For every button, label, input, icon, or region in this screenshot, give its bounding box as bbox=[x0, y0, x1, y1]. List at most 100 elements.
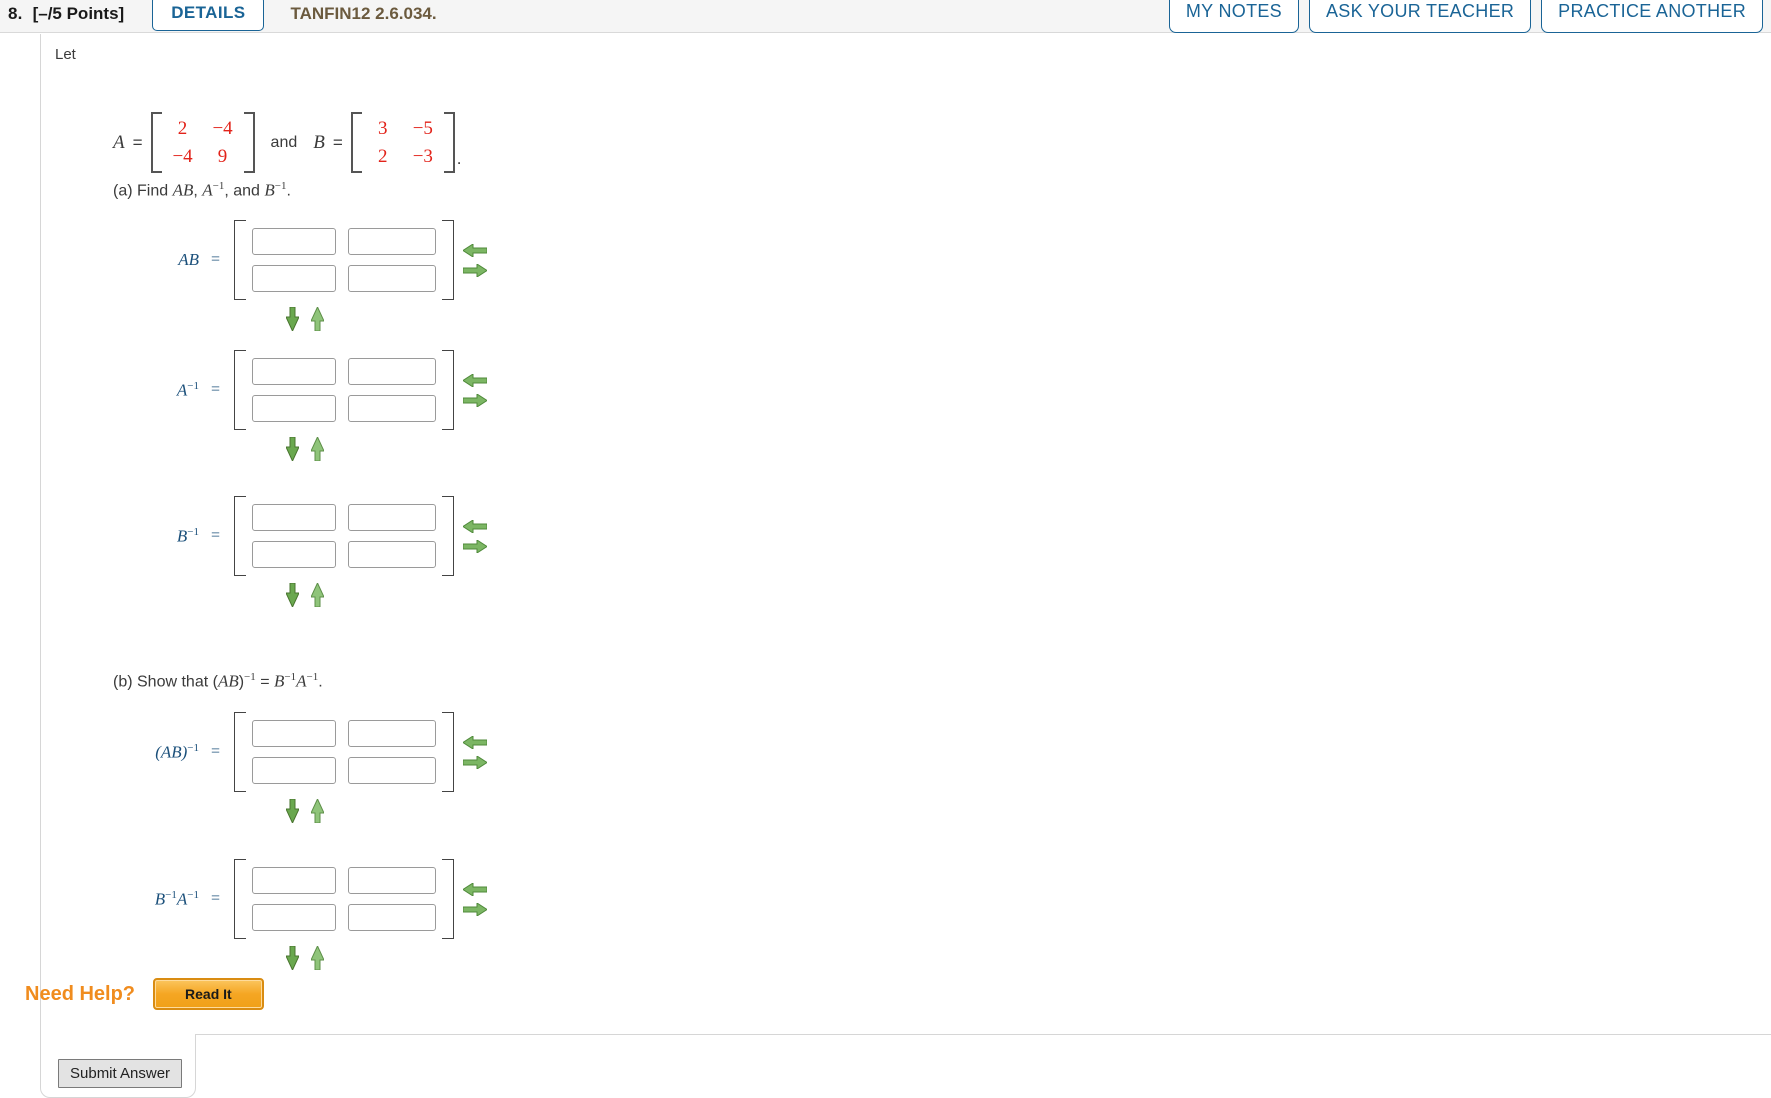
part-a-sep1: , bbox=[193, 182, 203, 200]
answer-input-ab-r2c1[interactable] bbox=[252, 265, 337, 292]
left-arrow-icon[interactable] bbox=[463, 519, 488, 533]
down-arrow-icon[interactable] bbox=[286, 437, 299, 461]
answer-input-bainv-r2c1[interactable] bbox=[252, 904, 337, 931]
answer-input-b-inverse-r2c2[interactable] bbox=[348, 541, 437, 568]
column-arrow-controls-ab-inverse bbox=[463, 735, 488, 769]
left-arrow-icon[interactable] bbox=[463, 882, 488, 896]
right-arrow-icon[interactable] bbox=[463, 539, 488, 553]
answer-input-bainv-r2c2[interactable] bbox=[348, 904, 437, 931]
input-right-bracket bbox=[442, 350, 455, 430]
input-right-bracket bbox=[442, 859, 455, 939]
answer-label-b-exponent: −1 bbox=[165, 888, 177, 901]
answer-input-ab-inverse-r1c2[interactable] bbox=[348, 720, 437, 747]
matrix-b-cell-r2c1: 2 bbox=[378, 145, 388, 167]
details-button[interactable]: DETAILS bbox=[152, 0, 265, 31]
answer-input-ab-r2c2[interactable] bbox=[348, 265, 437, 292]
answer-input-a-inverse-r1c1[interactable] bbox=[252, 358, 337, 385]
up-arrow-icon[interactable] bbox=[311, 437, 324, 461]
answer-label-a-inverse-exponent: −1 bbox=[187, 379, 199, 392]
answer-equals-b-inverse: = bbox=[211, 527, 221, 544]
part-a-suffix: . bbox=[286, 182, 291, 200]
right-arrow-icon[interactable] bbox=[463, 393, 488, 407]
matrix-definitions: A = 2 −4 −4 9 and B = 3 −5 2 bbox=[113, 112, 462, 174]
right-arrow-icon[interactable] bbox=[463, 263, 488, 277]
header-right-group: MY NOTES ASK YOUR TEACHER PRACTICE ANOTH… bbox=[1168, 0, 1763, 33]
left-arrow-icon[interactable] bbox=[463, 735, 488, 749]
matrix-a: 2 −4 −4 9 bbox=[150, 112, 255, 174]
row-arrow-controls-ab bbox=[209, 307, 401, 331]
left-arrow-icon[interactable] bbox=[463, 373, 488, 387]
question-header-bar: 8. [–/5 Points] DETAILS TANFIN12 2.6.034… bbox=[0, 0, 1771, 33]
answer-input-b-inverse-r2c1[interactable] bbox=[252, 541, 337, 568]
part-a-prefix: (a) Find bbox=[113, 182, 173, 200]
answer-input-b-inverse-r1c1[interactable] bbox=[252, 504, 337, 531]
part-a-item-b: B bbox=[264, 180, 275, 200]
left-arrow-icon[interactable] bbox=[463, 243, 488, 257]
submit-answer-button[interactable]: Submit Answer bbox=[58, 1059, 183, 1088]
part-b-prefix: (b) Show that ( bbox=[113, 673, 218, 691]
answer-equals-b-inverse-a-inverse: = bbox=[211, 890, 221, 907]
answer-block-b-inverse-a-inverse: B−1A−1 = bbox=[113, 859, 488, 970]
answer-input-ab-inverse-r2c1[interactable] bbox=[252, 757, 337, 784]
left-bracket bbox=[150, 112, 162, 174]
answer-row-ab-inverse: (AB)−1 = bbox=[113, 712, 488, 792]
answer-grid-b-inverse bbox=[246, 496, 442, 576]
matrix-a-grid: 2 −4 −4 9 bbox=[162, 112, 244, 173]
answer-equals-a-inverse: = bbox=[211, 381, 221, 398]
up-arrow-icon[interactable] bbox=[311, 583, 324, 607]
answer-input-ab-r1c1[interactable] bbox=[252, 228, 337, 255]
answer-label-b-base: B bbox=[154, 889, 166, 909]
ask-your-teacher-button[interactable]: ASK YOUR TEACHER bbox=[1308, 0, 1532, 33]
part-a-item-b-exponent: −1 bbox=[274, 180, 287, 192]
answer-label-a-inverse-base: A bbox=[176, 380, 188, 400]
answer-label-a-exponent: −1 bbox=[187, 888, 199, 901]
answer-label-ab-inverse-exponent: −1 bbox=[187, 741, 199, 754]
matrix-b-grid: 3 −5 2 −3 bbox=[362, 112, 444, 173]
down-arrow-icon[interactable] bbox=[286, 799, 299, 823]
down-arrow-icon[interactable] bbox=[286, 583, 299, 607]
matrix-a-name: A bbox=[113, 131, 125, 153]
read-it-button[interactable]: Read It bbox=[153, 978, 264, 1010]
definition-period: . bbox=[456, 149, 462, 169]
answer-equals-ab-inverse: = bbox=[211, 743, 221, 760]
down-arrow-icon[interactable] bbox=[286, 946, 299, 970]
practice-another-button[interactable]: PRACTICE ANOTHER bbox=[1541, 0, 1763, 33]
input-left-bracket bbox=[234, 859, 247, 939]
answer-input-ab-inverse-r1c1[interactable] bbox=[252, 720, 337, 747]
row-arrow-controls-b-inverse bbox=[209, 583, 401, 607]
question-points: [–/5 Points] bbox=[32, 3, 125, 23]
answer-label-a-base: A bbox=[176, 889, 188, 909]
answer-label-b-inverse: B−1 bbox=[113, 526, 199, 547]
up-arrow-icon[interactable] bbox=[311, 307, 324, 331]
answer-input-a-inverse-r2c2[interactable] bbox=[348, 395, 437, 422]
my-notes-button[interactable]: MY NOTES bbox=[1168, 0, 1299, 33]
matrix-a-cell-r2c2: 9 bbox=[217, 145, 228, 167]
answer-input-ab-r1c2[interactable] bbox=[348, 228, 437, 255]
input-right-bracket bbox=[442, 496, 455, 576]
down-arrow-icon[interactable] bbox=[286, 307, 299, 331]
matrix-b-name: B bbox=[313, 131, 325, 153]
matrix-a-cell-r1c1: 2 bbox=[177, 118, 188, 139]
up-arrow-icon[interactable] bbox=[311, 799, 324, 823]
input-left-bracket bbox=[234, 496, 247, 576]
matrix-b-cell-r1c1: 3 bbox=[378, 118, 388, 139]
answer-input-a-inverse-r2c1[interactable] bbox=[252, 395, 337, 422]
right-arrow-icon[interactable] bbox=[463, 902, 488, 916]
answer-input-bainv-r1c2[interactable] bbox=[348, 867, 437, 894]
answer-input-b-inverse-r1c2[interactable] bbox=[348, 504, 437, 531]
answer-row-ab: AB = bbox=[113, 220, 488, 300]
answer-input-ab-inverse-r2c2[interactable] bbox=[348, 757, 437, 784]
part-a-item-a: A bbox=[202, 180, 213, 200]
answer-label-b-inverse-exponent: −1 bbox=[187, 525, 199, 538]
matrix-a-equals: = bbox=[132, 132, 143, 152]
input-left-bracket bbox=[234, 350, 247, 430]
answer-label-a-inverse: A−1 bbox=[113, 380, 199, 401]
answer-input-a-inverse-r1c2[interactable] bbox=[348, 358, 437, 385]
matrix-b-cell-r2c2: −3 bbox=[412, 145, 433, 167]
right-bracket bbox=[443, 112, 455, 174]
right-arrow-icon[interactable] bbox=[463, 755, 488, 769]
up-arrow-icon[interactable] bbox=[311, 946, 324, 970]
answer-input-bainv-r1c1[interactable] bbox=[252, 867, 337, 894]
right-bracket bbox=[243, 112, 255, 174]
